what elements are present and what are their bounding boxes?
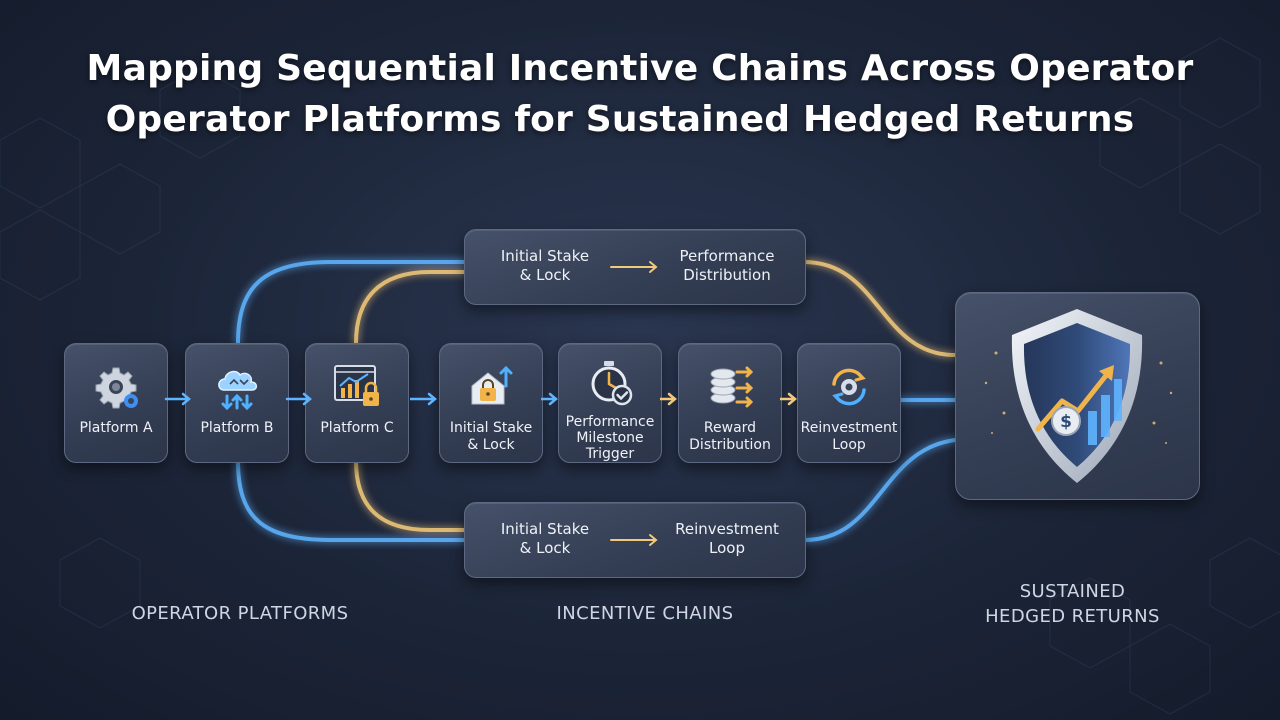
chain-step-milestone-card[interactable]: Performance Milestone Trigger	[558, 343, 662, 463]
page-title-line-2: Operator Platforms for Sustained Hedged …	[105, 99, 1135, 140]
lock-house-icon	[471, 365, 513, 405]
stopwatch-check-icon	[591, 361, 633, 406]
chain-top-right-label: Performance Distribution	[679, 247, 775, 284]
section-label-chains: INCENTIVE CHAINS	[556, 603, 734, 624]
arrow-right-icon	[541, 392, 558, 406]
svg-text:$: $	[1060, 412, 1072, 432]
platform-a-card[interactable]: Platform A	[64, 343, 168, 463]
chain-bottom-card[interactable]: Initial Stake & Lock Reinvestment Loop	[464, 502, 806, 578]
platform-b-card[interactable]: Platform B	[185, 343, 289, 463]
platform-b-label: Platform B	[200, 420, 274, 436]
chain-top-card[interactable]: Initial Stake & Lock Performance Distrib…	[464, 229, 806, 305]
arrow-right-icon	[610, 261, 658, 273]
arrow-right-icon	[410, 392, 437, 406]
chain-step-stake-card[interactable]: Initial Stake & Lock	[439, 343, 543, 463]
chain-step-reinvest-label: Reinvestment Loop	[800, 420, 898, 453]
arrow-right-icon	[610, 534, 658, 546]
page-title-line-1: Mapping Sequential Incentive Chains Acro…	[86, 48, 1194, 89]
platform-c-card[interactable]: Platform C	[305, 343, 409, 463]
arrow-right-icon	[780, 392, 797, 406]
cloud-sync-icon	[218, 370, 258, 411]
cycle-gear-icon	[832, 368, 866, 406]
arrow-right-icon	[285, 392, 312, 406]
hedged-returns-card[interactable]: $	[955, 292, 1200, 500]
section-label-platforms: OPERATOR PLATFORMS	[131, 603, 349, 624]
chain-step-reward-card[interactable]: Reward Distribution	[678, 343, 782, 463]
platform-a-label: Platform A	[79, 420, 153, 436]
arrow-right-icon	[164, 392, 191, 406]
chain-step-reinvest-card[interactable]: Reinvestment Loop	[797, 343, 901, 463]
platform-c-label: Platform C	[320, 420, 394, 436]
arrow-right-icon	[660, 392, 677, 406]
chain-bottom-left-label: Initial Stake & Lock	[500, 520, 590, 557]
section-label-returns: SUSTAINED HEDGED RETURNS	[985, 581, 1160, 627]
gear-icon	[95, 367, 138, 409]
chain-step-reward-label: Reward Distribution	[689, 420, 771, 453]
chain-step-milestone-label: Performance Milestone Trigger	[565, 414, 655, 462]
chain-bottom-right-label: Reinvestment Loop	[675, 520, 779, 557]
shield-growth-icon: $	[984, 309, 1173, 483]
coin-stack-arrows-icon	[710, 366, 754, 408]
chain-step-stake-label: Initial Stake & Lock	[449, 420, 533, 453]
chart-lock-icon	[334, 365, 379, 406]
chain-top-left-label: Initial Stake & Lock	[500, 247, 590, 284]
